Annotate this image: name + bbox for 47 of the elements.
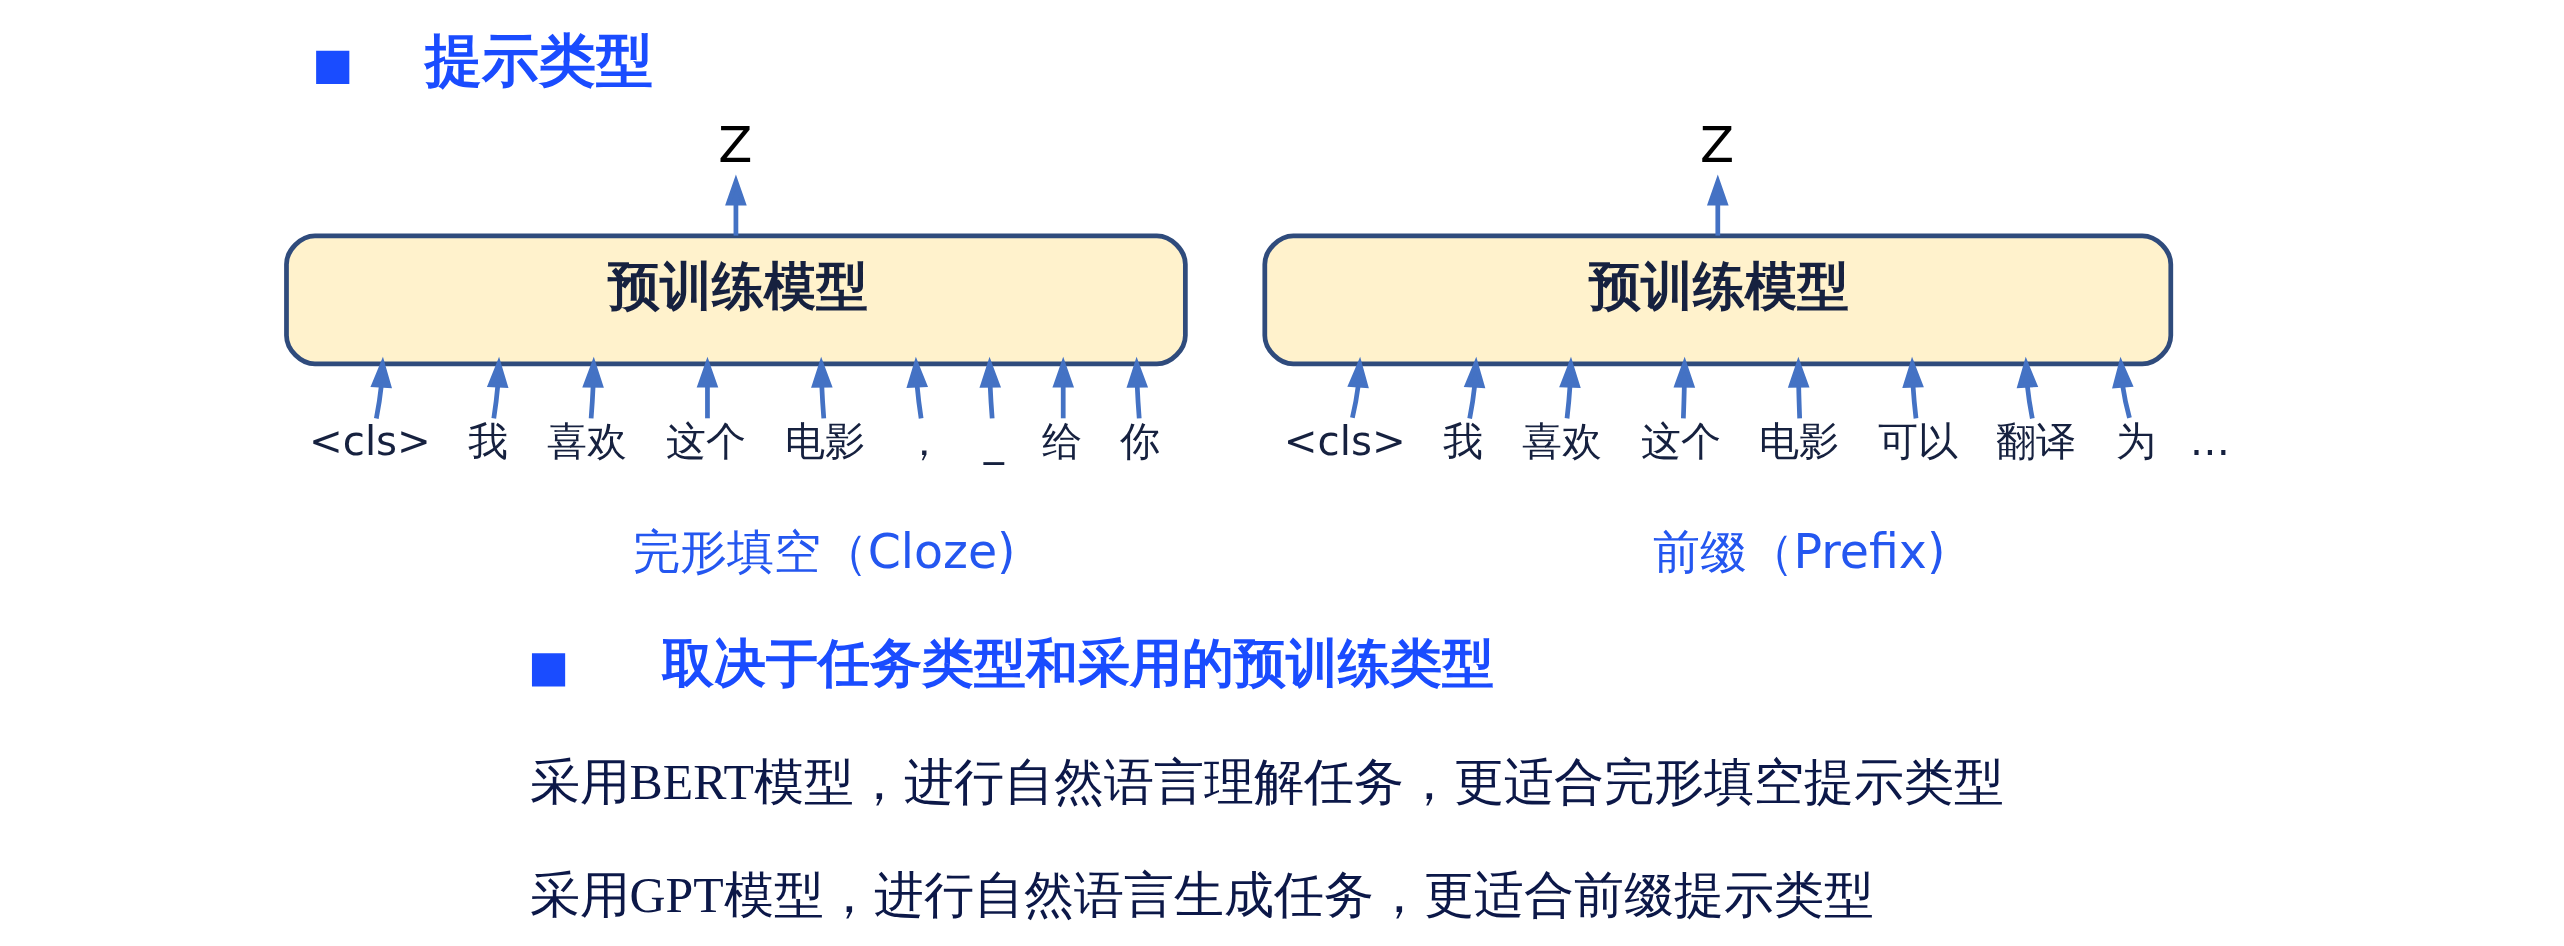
node-text: 电影 xyxy=(1759,418,1840,466)
node-text: 我 xyxy=(467,418,508,466)
arrow xyxy=(2016,356,2039,419)
node-text: 这个 xyxy=(665,418,746,466)
arrow xyxy=(1463,356,1486,419)
node-text: 可以 xyxy=(1877,418,1958,466)
arrow xyxy=(1673,356,1696,419)
label: 采用BERT模型，进行自然语言理解任务，更适合完形填空提示类型 xyxy=(529,754,2004,810)
node-text: 给 xyxy=(1041,418,1082,466)
label: 取决于任务类型和采用的预训练类型 xyxy=(662,632,1495,693)
diagram-title: 提示类型 xyxy=(425,26,654,93)
label: 完形填空（Cloze) xyxy=(632,523,1016,579)
node-text: 你 xyxy=(1120,418,1161,466)
arrow xyxy=(979,356,1002,419)
arrow xyxy=(582,356,604,419)
arrow xyxy=(1052,356,1075,419)
node-text: 我 xyxy=(1442,418,1483,466)
arrow xyxy=(1787,356,1810,419)
arrow xyxy=(1347,356,1369,419)
arrow xyxy=(1707,174,1729,236)
node-text: 电影 xyxy=(784,418,865,466)
node-box: 预训练模型 xyxy=(284,233,1188,367)
arrow xyxy=(906,356,929,419)
node-text: 翻译 xyxy=(1996,418,2077,466)
label: … xyxy=(2189,418,2231,466)
arrow xyxy=(1559,356,1581,419)
node-text: ， xyxy=(904,418,945,466)
arrow xyxy=(1902,356,1924,419)
arrow xyxy=(725,174,747,236)
node-text: <cls> xyxy=(309,418,431,466)
arrow xyxy=(486,356,509,419)
arrow xyxy=(696,356,719,419)
node-text: 这个 xyxy=(1640,418,1721,466)
arrow xyxy=(811,356,833,419)
node-text: 为 xyxy=(2116,418,2157,466)
label: 前缀（Prefix) xyxy=(1652,523,1946,579)
node-text: 喜欢 xyxy=(1522,418,1603,466)
arrow xyxy=(370,356,392,419)
node-text: Z xyxy=(1700,115,1735,174)
node-text: 喜欢 xyxy=(547,418,628,466)
node-box: 预训练模型 xyxy=(1262,233,2174,367)
node-text: _ xyxy=(983,418,1004,466)
label: 采用GPT模型，进行自然语言生成任务，更适合前缀提示类型 xyxy=(529,868,1874,924)
arrow xyxy=(1126,356,1149,419)
node-text: <cls> xyxy=(1283,418,1406,466)
arrow xyxy=(2112,356,2134,419)
node-text: Z xyxy=(718,115,753,174)
